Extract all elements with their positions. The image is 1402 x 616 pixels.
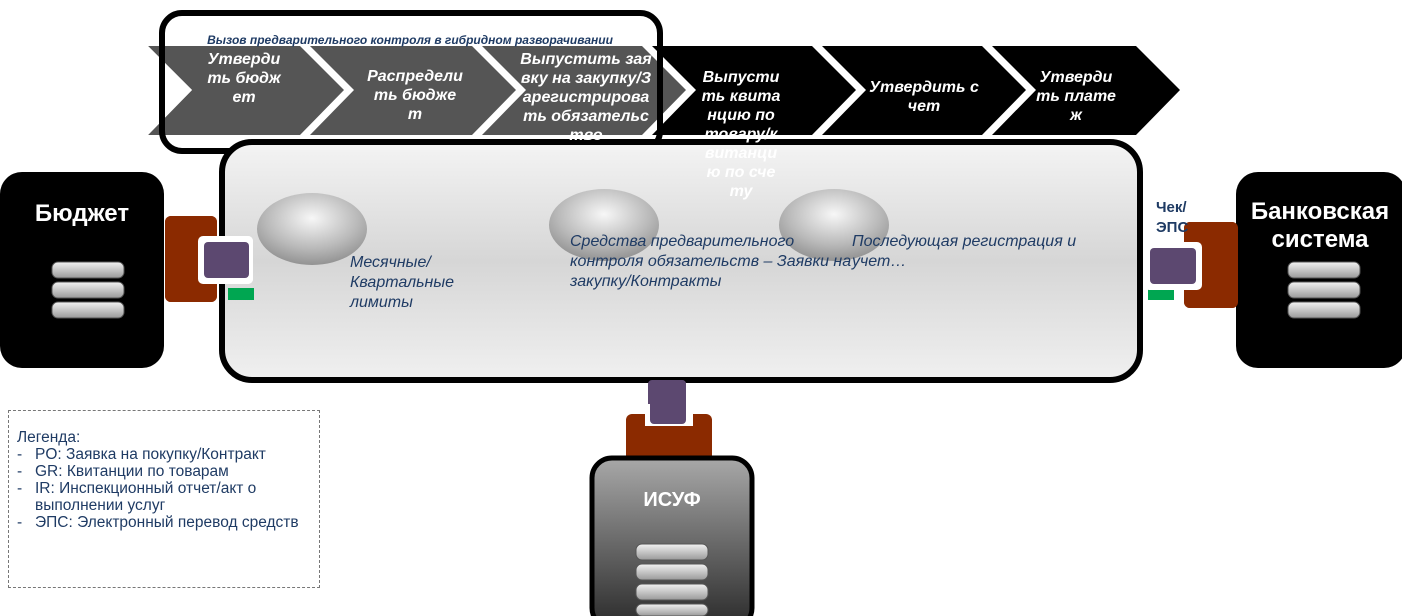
budget-connector-purple-overlay (204, 242, 249, 278)
lens-post (779, 189, 889, 261)
legend-item-ir: IR: Инспекционный отчет/акт о выполнении… (17, 480, 313, 514)
budget-database-icon-overlay (51, 261, 125, 319)
isuf-block (589, 455, 755, 616)
label-post-registration: Последующая регистрация и учет… (852, 233, 1077, 270)
chevron-6 (992, 46, 1180, 135)
isuf-title: ИСУФ (643, 489, 701, 511)
step-allocate-budget: Распределить бюджет (367, 68, 463, 123)
bank-connector-purple-overlay (1150, 248, 1196, 284)
legend-list: PO: Заявка на покупку/Контракт GR: Квита… (17, 446, 313, 531)
legend-item-eft: ЭПС: Электронный перевод средств (17, 514, 313, 531)
label-prelim-control: Средства предварительного контроля обяза… (570, 233, 852, 290)
isuf-database-icon (635, 543, 709, 616)
chevron-1 (148, 46, 344, 135)
isuf-connector-purple-top (650, 380, 686, 424)
legend-item-gr: GR: Квитанции по товарам (17, 463, 313, 480)
budget-connector-green (228, 288, 254, 300)
step-approve-budget: Утвердить бюджет (207, 51, 281, 106)
bank-database-icon-overlay (1287, 261, 1361, 319)
label-monthly-limits: Месячные/ Квартальные лимиты (350, 254, 455, 311)
budget-title: Бюджет (34, 200, 130, 227)
bank-connector-green (1148, 288, 1174, 300)
legend-title: Легенда: (17, 429, 81, 446)
chevron-2 (310, 46, 516, 135)
chevron-4 (652, 46, 856, 135)
lens-prelim (549, 189, 659, 261)
chevron-3 (482, 46, 686, 135)
step-approve-invoice: Утвердить счет (869, 79, 979, 115)
legend-item-po: PO: Заявка на покупку/Контракт (17, 446, 313, 463)
prelim-control-title: Вызов предварительного контроля в гибрид… (207, 33, 613, 47)
chevron-5 (822, 46, 1026, 135)
bank-title: Банковская система (1250, 198, 1390, 253)
step-approve-payment: Утвердить платеж (1036, 69, 1116, 124)
lens-monthly (257, 193, 367, 265)
step-issue-gr: Выпустить квитанцию по товару/квитанцию … (701, 69, 781, 200)
step-issue-po: Выпустить заявку на закупку/Зарегистриро… (520, 51, 652, 144)
check-label: Чек/ ЭПС (1156, 199, 1189, 236)
legend-box: Легенда: PO: Заявка на покупку/Контракт … (8, 410, 320, 588)
